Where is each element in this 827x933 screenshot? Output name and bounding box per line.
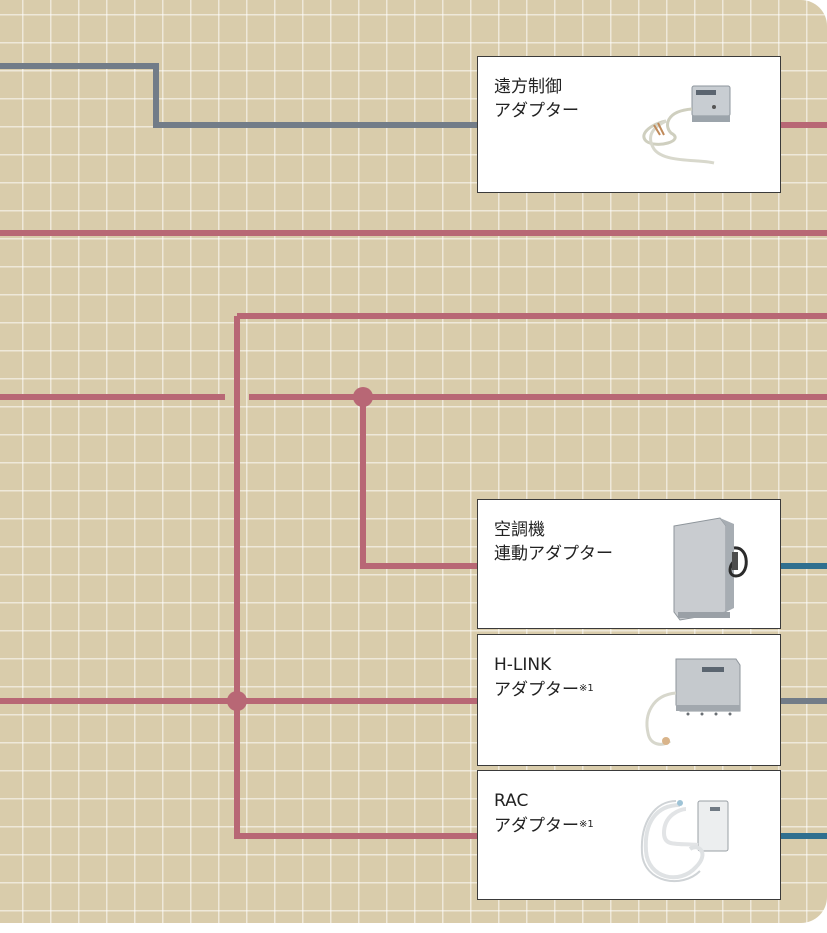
wire-red-trunk (234, 316, 478, 839)
rac-adapter-label: RAC アダプター※1 (494, 789, 594, 838)
rac-box-icon (640, 800, 729, 883)
rac-adapter-box: RAC アダプター※1 (477, 770, 781, 900)
hlink-box-icon (645, 658, 741, 746)
adapter-name-line2: アダプター (494, 101, 579, 121)
adapter-name-line1: RAC (494, 791, 529, 811)
cabinet-box-icon (673, 517, 748, 621)
adapter-name-line2: アダプター (494, 816, 579, 836)
hlink-adapter-label: H-LINK アダプター※1 (494, 653, 594, 702)
adapter-name-line1: 空調機 (494, 520, 545, 540)
remote-control-adapter-box: 遠方制御アダプター (477, 56, 781, 193)
ac-linked-adapter-box: 空調機連動アダプター (477, 499, 781, 629)
ac-linked-adapter-label: 空調機連動アダプター (494, 518, 613, 566)
wire-red-ac-branch (360, 397, 478, 569)
control-box-icon (642, 85, 731, 165)
adapter-name-line1: H-LINK (494, 655, 552, 675)
footnote-mark: ※1 (579, 683, 594, 694)
adapter-name-line2: 連動アダプター (494, 544, 613, 564)
junction-dot-hlink (227, 691, 247, 711)
footnote-mark: ※1 (579, 819, 594, 830)
hlink-adapter-box: H-LINK アダプター※1 (477, 634, 781, 766)
junction-dot-ac (353, 387, 373, 407)
wire-gray-top (0, 63, 478, 128)
remote-control-adapter-label: 遠方制御アダプター (494, 75, 579, 123)
adapter-name-line2: アダプター (494, 680, 579, 700)
adapter-name-line1: 遠方制御 (494, 77, 562, 97)
